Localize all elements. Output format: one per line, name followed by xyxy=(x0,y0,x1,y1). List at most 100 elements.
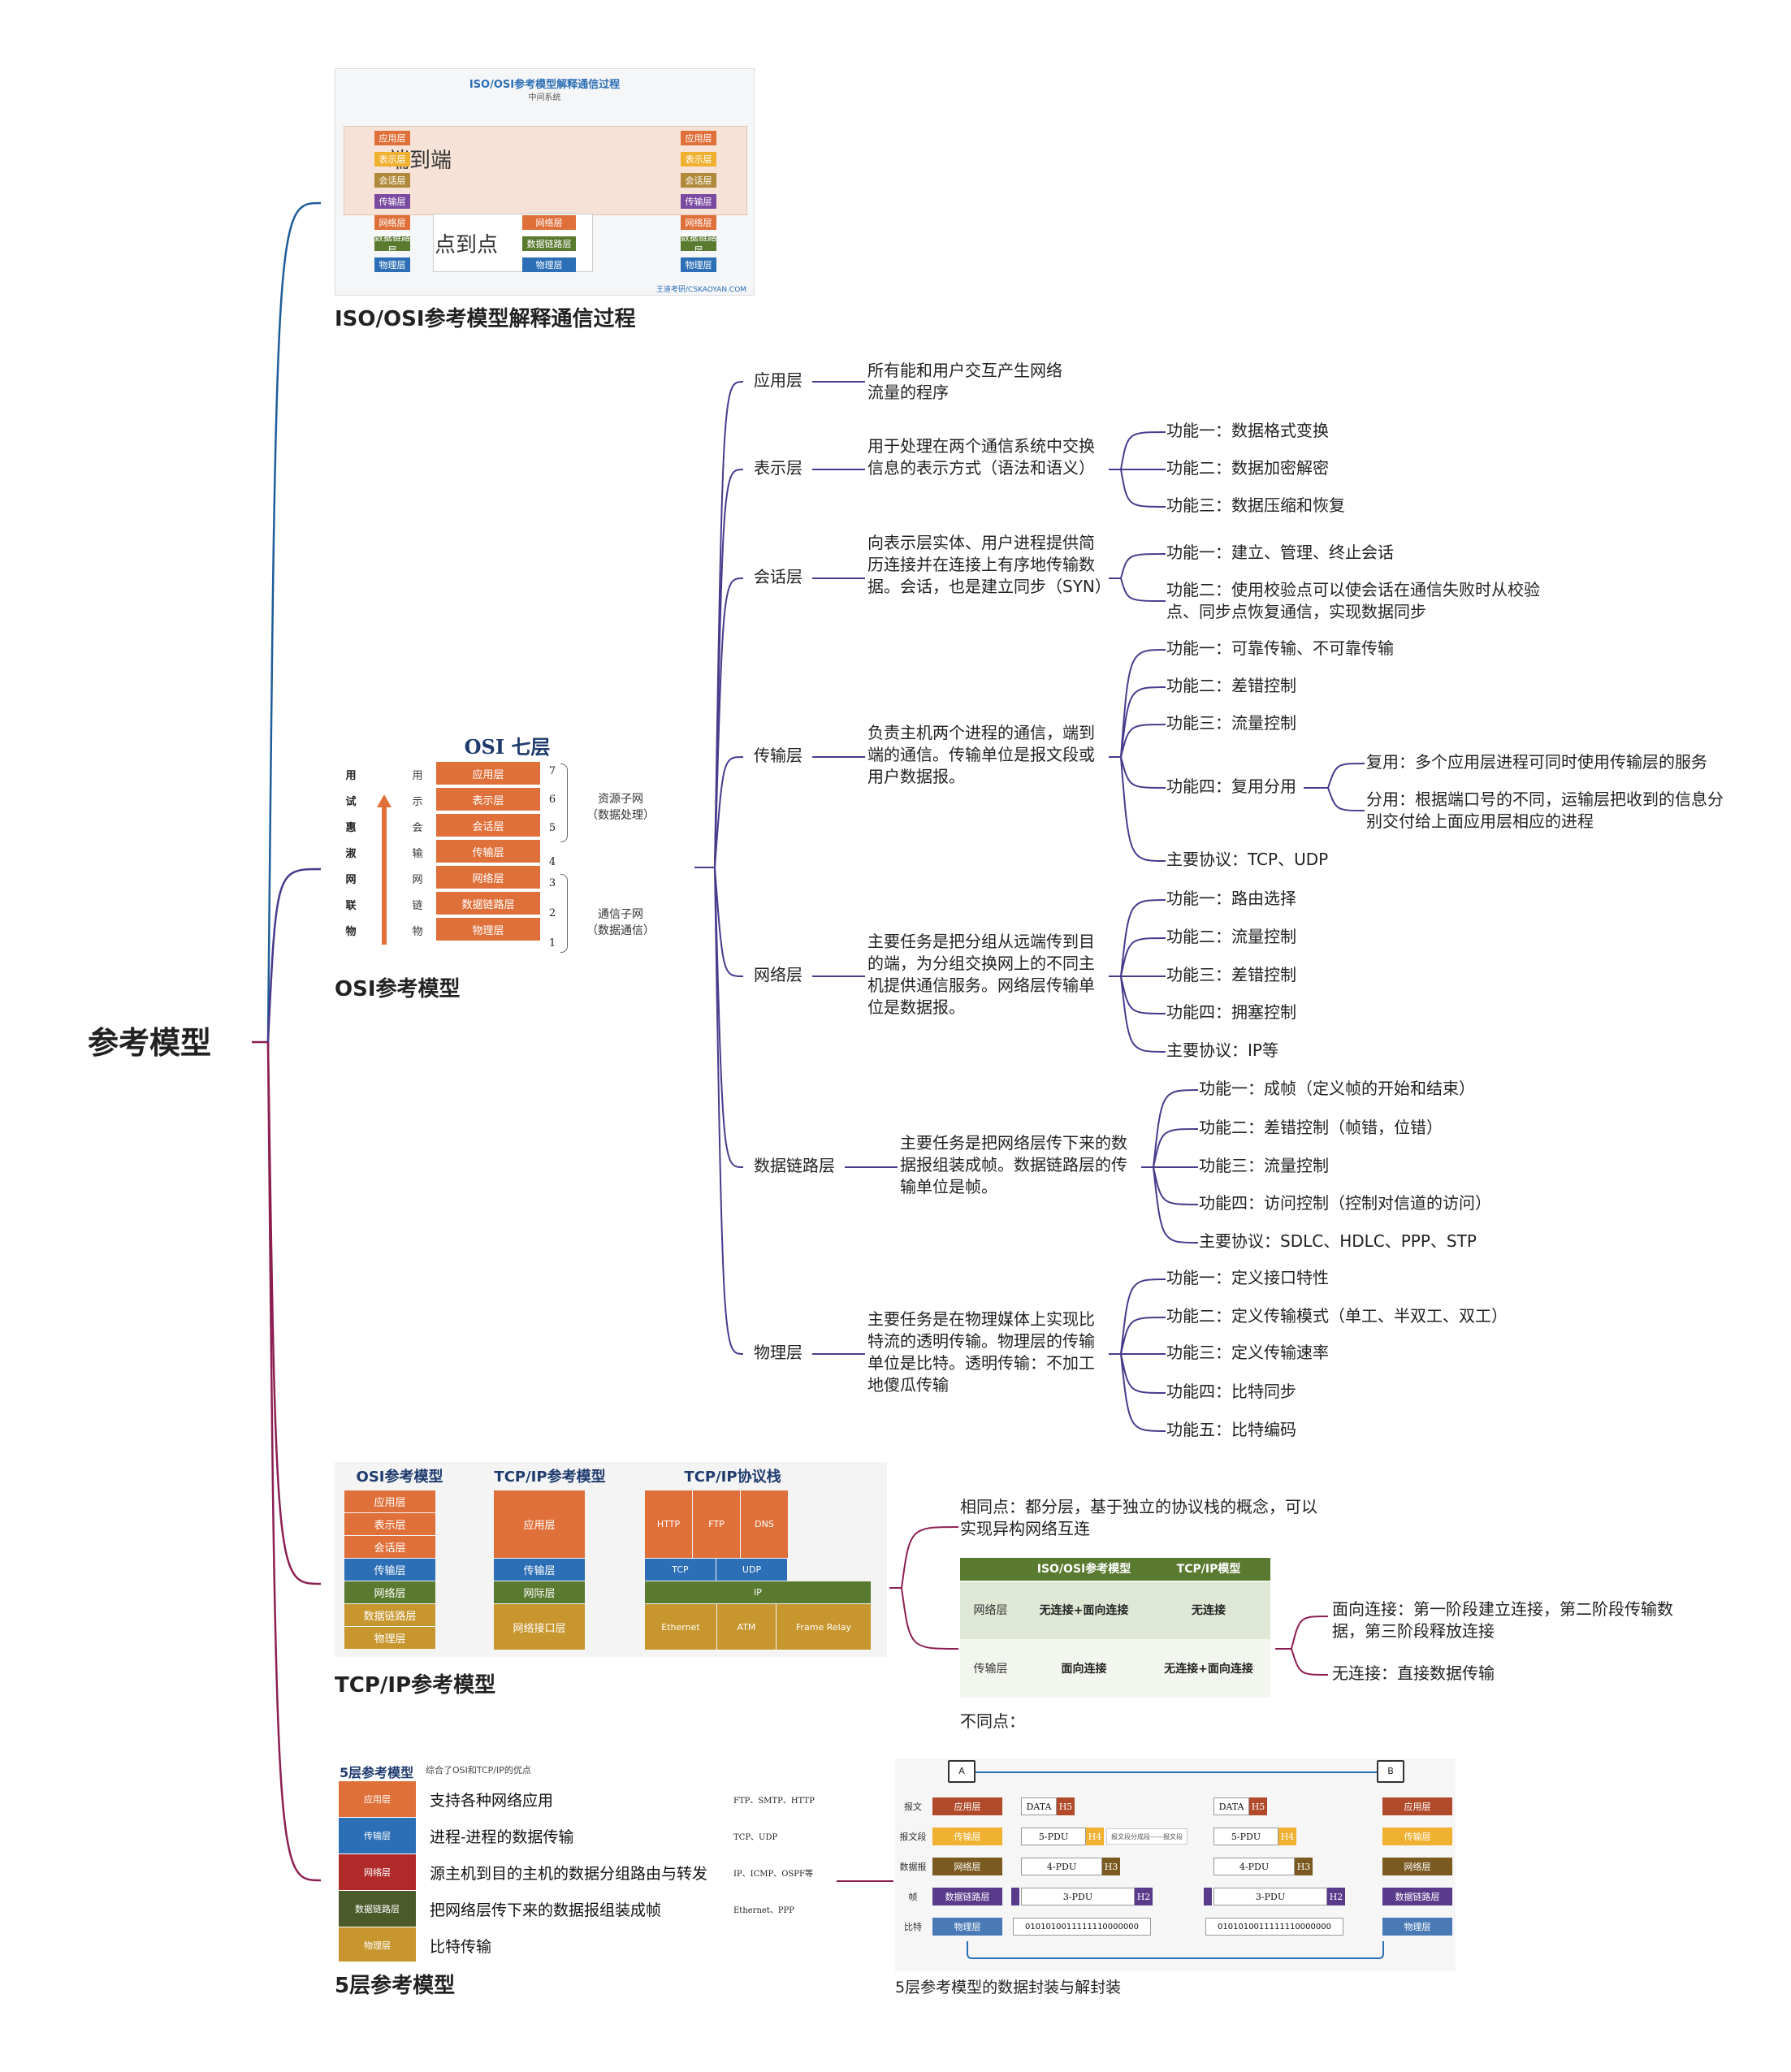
presentation-fn-3: 功能三：数据压缩和恢复 xyxy=(1166,495,1345,515)
transport-fn-4: 功能四：复用分用 xyxy=(1166,776,1296,796)
osi-layer-cell: 数据链路层 xyxy=(436,892,540,916)
session-fn-1: 功能一：建立、管理、终止会话 xyxy=(1166,543,1394,562)
middle-system-label: 中间系统 xyxy=(528,93,561,102)
pdu-trailer xyxy=(1011,1888,1019,1905)
host-a-icon: A xyxy=(948,1760,976,1783)
presentation-fn-2: 功能二：数据加密解密 xyxy=(1166,458,1329,478)
pdu-h5: H5 xyxy=(1249,1797,1267,1815)
node-transport-layer: 传输层 xyxy=(754,746,802,765)
abbr-char: 链 xyxy=(412,899,423,912)
five-layer-desc: 进程-进程的数据传输 xyxy=(430,1828,574,1846)
middle-layer-cell: 网络层 xyxy=(522,215,576,230)
session-fn-2: 功能二：使用校验点可以使会话在通信失败时从校验点、同步点恢复通信，实现数据同步 xyxy=(1166,580,1540,621)
datalink-fn-1: 功能一：成帧（定义帧的开始和结束） xyxy=(1199,1079,1475,1098)
osi-layer-cell: 会话层 xyxy=(436,814,540,838)
datalink-fn-2: 功能二：差错控制（帧错，位错） xyxy=(1199,1118,1443,1137)
network-fn-2: 功能二：流量控制 xyxy=(1166,927,1296,946)
middle-layer-cell: 数据链路层 xyxy=(522,236,576,251)
encap-layer-b: 物理层 xyxy=(1382,1918,1452,1936)
same-points: 相同点：都分层，基于独立的协议栈的概念，可以实现异构网络互连 xyxy=(960,1497,1317,1538)
five-layer-desc: 源主机到目的主机的数据分组路由与转发 xyxy=(430,1864,708,1883)
stack-transport-protocol: UDP xyxy=(716,1559,787,1581)
five-layer-subtitle: 综合了OSI和TCP/IP的优点 xyxy=(426,1765,531,1776)
pdu-5pdu: 5-PDU xyxy=(1021,1828,1086,1845)
five-layer-protocols: FTP、SMTP、HTTP xyxy=(733,1796,815,1806)
root-topic: 参考模型 xyxy=(88,1025,212,1061)
diff-row-2-tcpip: 无连接+面向连接 xyxy=(1164,1663,1253,1676)
network-fn-4: 功能四：拥塞控制 xyxy=(1166,1002,1296,1022)
encap-layer-a: 数据链路层 xyxy=(932,1888,1002,1905)
connection-oriented-desc: 面向连接：第一阶段建立连接，第二阶段传输数据，第三阶段释放连接 xyxy=(1332,1599,1673,1641)
stack-ip-protocol: IP xyxy=(645,1581,871,1603)
tcpip-osi-layer: 物理层 xyxy=(344,1627,435,1649)
osi-layer-cell: 物理层 xyxy=(436,918,540,942)
osi-layer-number: 7 xyxy=(548,764,556,777)
process-layer-cell: 传输层 xyxy=(374,194,410,209)
tcpip-transport-layer: 传输层 xyxy=(494,1559,585,1581)
multiplex-desc: 复用：多个应用层进程可同时使用传输层的服务 xyxy=(1366,752,1707,772)
process-layer-cell: 应用层 xyxy=(681,131,716,145)
pdu-bits: 0101010011111110000000 xyxy=(1013,1918,1151,1936)
pdu-data: DATA xyxy=(1213,1797,1249,1815)
node-app-layer: 应用层 xyxy=(754,370,802,390)
pdu-trailer xyxy=(1204,1888,1212,1905)
middle-layer-cell: 物理层 xyxy=(522,257,576,272)
diff-head-tcpip: TCP/IP模型 xyxy=(1176,1563,1241,1576)
osi-layer-number: 2 xyxy=(548,906,556,919)
osi-layer-cell: 应用层 xyxy=(436,762,540,786)
osi-layer-number: 1 xyxy=(548,937,556,949)
footer-watermark: 王道考研/CSKAOYAN.COM xyxy=(656,286,747,294)
osi-image-title: OSI 七层 xyxy=(464,735,551,759)
osi-seven-layer-image: OSI 七层 用试惠淑网联物 用示会输网链物 应用层表示层会话层传输层网络层数据… xyxy=(335,729,680,961)
stack-app-protocol: DNS xyxy=(741,1490,788,1558)
node-physical-layer: 物理层 xyxy=(754,1343,802,1362)
network-protocols: 主要协议：IP等 xyxy=(1166,1040,1278,1060)
node-network-layer: 网络层 xyxy=(754,965,802,984)
pdu-h3: H3 xyxy=(1295,1858,1313,1875)
node-datalink-layer: 数据链路层 xyxy=(754,1156,835,1175)
point-to-point-label: 点到点 xyxy=(435,233,499,257)
tcpip-osi-layer: 网络层 xyxy=(344,1581,435,1603)
tcpip-internet-layer: 网际层 xyxy=(494,1581,585,1603)
stack-link-protocol: Frame Relay xyxy=(777,1604,871,1650)
tcpip-osi-layer: 传输层 xyxy=(344,1559,435,1581)
tcpip-osi-layer: 数据链路层 xyxy=(344,1604,435,1626)
osi-layer-number: 5 xyxy=(548,821,556,834)
mnemonic-char: 网 xyxy=(345,873,357,886)
node-presentation-layer: 表示层 xyxy=(754,458,802,478)
five-layer-desc: 支持各种网络应用 xyxy=(430,1791,554,1810)
pdu-3pdu: 3-PDU xyxy=(1021,1888,1135,1905)
abbr-char: 用 xyxy=(412,769,423,782)
resource-subnet-label: 资源子网 （数据处理） xyxy=(586,793,655,822)
presentation-fn-1: 功能一：数据格式变换 xyxy=(1166,421,1329,440)
up-arrow-icon xyxy=(377,794,392,807)
pdu-h4: H4 xyxy=(1086,1828,1104,1845)
pdu-h2: H2 xyxy=(1327,1888,1345,1905)
diff-points-label: 不同点： xyxy=(960,1711,1025,1731)
pdu-data: DATA xyxy=(1021,1797,1057,1815)
demultiplex-desc: 分用：根据端口号的不同，运输层把收到的信息分别交付给上面应用层相应的进程 xyxy=(1366,789,1724,831)
tcpip-osi-layer: 会话层 xyxy=(344,1536,435,1558)
transport-fn-3: 功能三：流量控制 xyxy=(1166,713,1296,733)
stack-link-protocol: ATM xyxy=(717,1604,776,1650)
physical-fn-4: 功能四：比特同步 xyxy=(1166,1382,1296,1401)
pdu-h4: H4 xyxy=(1278,1828,1296,1845)
encap-layer-b: 传输层 xyxy=(1382,1828,1452,1845)
diff-row-2-osi: 面向连接 xyxy=(1061,1663,1107,1676)
five-layer-cell: 传输层 xyxy=(339,1818,416,1854)
diff-row-2-label: 传输层 xyxy=(973,1663,1008,1676)
physical-layer-desc: 主要任务是在物理媒体上实现比特流的透明传输。物理层的传输单位是比特。透明传输：不… xyxy=(867,1309,1095,1395)
pdu-bits: 0101010011111110000000 xyxy=(1205,1918,1343,1936)
osi-layer-number: 6 xyxy=(548,793,556,806)
physical-fn-2: 功能二：定义传输模式（单工、半双工、双工） xyxy=(1166,1306,1508,1326)
network-fn-3: 功能三：差错控制 xyxy=(1166,965,1296,984)
encap-layer-b: 应用层 xyxy=(1382,1797,1452,1815)
process-layer-cell: 会话层 xyxy=(374,173,410,188)
mnemonic-char: 淑 xyxy=(345,847,357,860)
process-layer-cell: 物理层 xyxy=(681,257,716,272)
encap-layer-b: 数据链路层 xyxy=(1382,1888,1452,1905)
diff-head-osi: ISO/OSI参考模型 xyxy=(1036,1563,1131,1576)
datalink-fn-4: 功能四：访问控制（控制对信道的访问） xyxy=(1199,1193,1491,1213)
